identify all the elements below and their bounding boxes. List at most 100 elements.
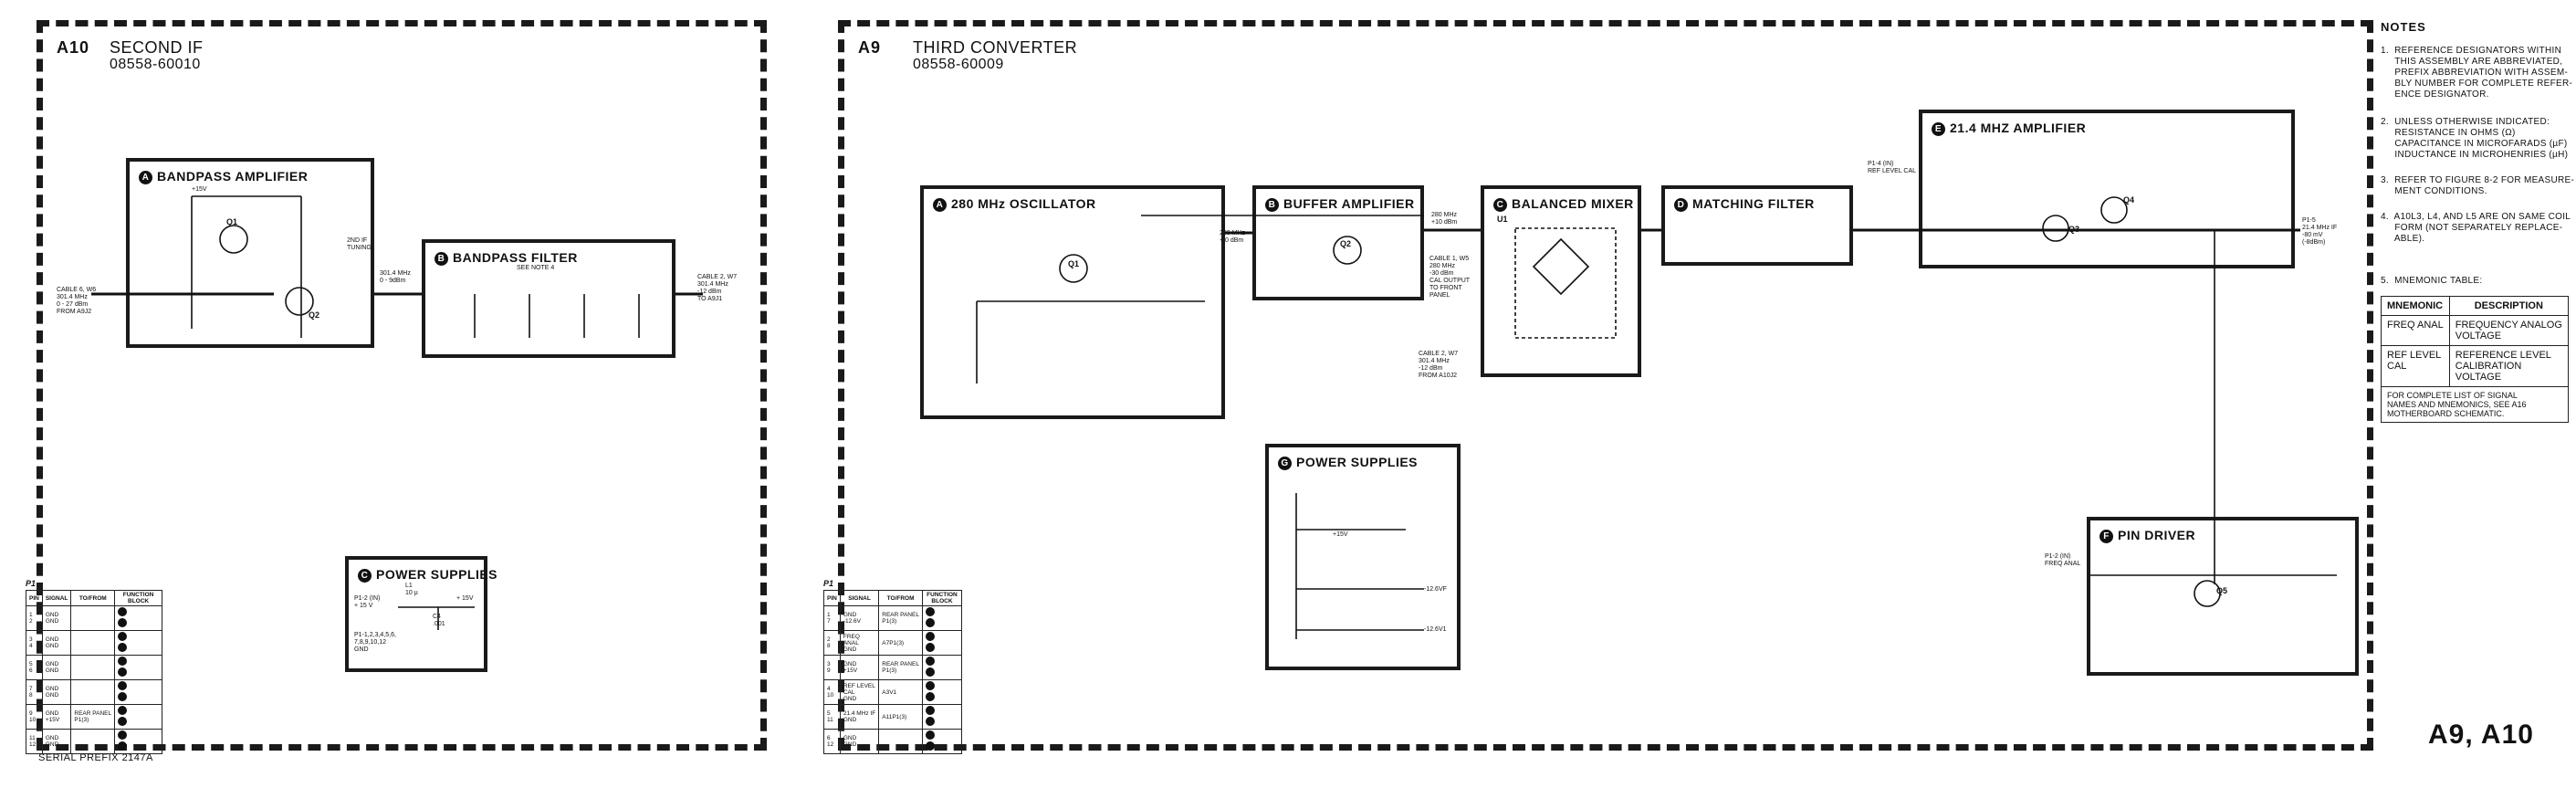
a9-q4-label: Q4 — [2123, 195, 2135, 205]
block-cell — [114, 729, 162, 754]
pin-cell: 7 8 — [26, 679, 43, 705]
signal-cell: GND +15V — [839, 655, 880, 680]
block-cell — [921, 729, 963, 754]
mnemonic-cell: FREQ ANAL — [2381, 315, 2450, 346]
block-marker-icon — [118, 643, 128, 652]
a9-q1-label: Q1 — [1068, 259, 1080, 268]
a10-if-tuning-label: 2ND IF TUNING — [347, 237, 372, 251]
signal-cell: REF LEVEL CAL GND — [839, 679, 880, 705]
signal-cell: GND +15V — [41, 704, 72, 730]
signal-cell: FREQ ANAL GND — [839, 630, 880, 656]
to-cell: REAR PANEL P1(3) — [878, 655, 923, 680]
block-cell — [921, 704, 963, 730]
to-cell — [878, 729, 923, 754]
a10-sheet-border — [37, 20, 767, 751]
signal-cell: GND GND — [41, 729, 72, 754]
function-block-header: FUNCTION BLOCK — [921, 590, 963, 606]
block-title-text: BANDPASS FILTER — [453, 250, 578, 265]
signal-cell: GND GND — [839, 729, 880, 754]
block-cell — [114, 605, 162, 631]
block-title-text: MATCHING FILTER — [1692, 196, 1815, 211]
signal-cell: GND GND — [41, 679, 72, 705]
signal-cell: GND GND — [41, 655, 72, 680]
pin-cell: 1 7 — [823, 605, 841, 631]
block-marker-icon — [118, 667, 128, 677]
block-marker-icon — [118, 681, 128, 690]
block-marker-icon — [118, 692, 128, 701]
pin-header: PIN — [823, 590, 841, 606]
a10-part-number: 08558-60010 — [110, 57, 201, 72]
block-marker-icon — [118, 717, 128, 726]
signal-cell: GND GND — [41, 630, 72, 656]
notes-title: NOTES — [2381, 20, 2426, 34]
signal-cell: 21.4 MHz IF GND — [839, 704, 880, 730]
to-cell: A7P1(3) — [878, 630, 923, 656]
a9-ps-p15-label: +15V — [1333, 531, 1348, 538]
to-cell — [70, 605, 116, 631]
pin-cell: 3 4 — [26, 630, 43, 656]
block-cell — [921, 605, 963, 631]
pin-cell: 5 6 — [26, 655, 43, 680]
block-cell — [114, 679, 162, 705]
a9-oscillator-block: A 280 MHz OSCILLATOR — [920, 185, 1225, 419]
block-marker-icon — [925, 692, 935, 701]
a10-pin-table-title: P1 — [26, 579, 37, 588]
a10-ps-c4-label: C4 .001 — [433, 614, 445, 627]
sheet-identifier: A9, A10 — [2428, 720, 2534, 750]
description-header: DESCRIPTION — [2448, 296, 2569, 316]
signal-header: SIGNAL — [41, 590, 72, 606]
block-letter-badge: A — [933, 198, 947, 212]
a9-q2-label: Q2 — [1340, 239, 1352, 248]
a9-q3-label: Q3 — [2068, 225, 2080, 234]
signal-header: SIGNAL — [839, 590, 880, 606]
description-cell: FREQUENCY ANALOG VOLTAGE — [2448, 315, 2569, 346]
block-marker-icon — [925, 632, 935, 641]
note-item: 4. A10L3, L4, AND L5 ARE ON SAME COIL FO… — [2381, 212, 2571, 244]
a10-ps-in-label: P1-2 (IN) + 15 V — [354, 595, 381, 609]
pin-cell: 4 10 — [823, 679, 841, 705]
to-from-header: TO/FROM — [878, 590, 923, 606]
to-cell: A3V1 — [878, 679, 923, 705]
pin-cell: 1 2 — [26, 605, 43, 631]
a9-freq-anal-label: P1-2 (IN) FREQ ANAL — [2045, 553, 2081, 567]
a9-q5-label: Q5 — [2216, 586, 2228, 595]
a10-assembly-id: A10 — [57, 38, 90, 57]
pin-cell: 3 9 — [823, 655, 841, 680]
block-letter-badge: E — [1932, 122, 1945, 136]
block-letter-badge: G — [1278, 457, 1292, 470]
a10-cable-out-label: CABLE 2, W7 301.4 MHz -12 dBm TO A9J1 — [697, 274, 738, 302]
a9-pin-table: PIN SIGNAL TO/FROM FUNCTION BLOCK 1 7 GND… — [823, 590, 963, 754]
table-row: FOR COMPLETE LIST OF SIGNAL NAMES AND MN… — [2381, 386, 2569, 423]
block-marker-icon — [925, 730, 935, 740]
to-cell: REAR PANEL P1(3) — [878, 605, 923, 631]
a9-assembly-id: A9 — [858, 38, 882, 57]
block-cell — [114, 630, 162, 656]
block-marker-icon — [118, 632, 128, 641]
a9-cable1-label: CABLE 1, W5 280 MHz -30 dBm CAL OUTPUT T… — [1429, 256, 1471, 299]
table-row: FREQ ANAL FREQUENCY ANALOG VOLTAGE — [2381, 315, 2569, 346]
block-title-text: 280 MHz OSCILLATOR — [951, 196, 1096, 211]
a9-buf-out-label: 280 MHz +10 dBm — [1431, 212, 1458, 226]
block-title-text: BUFFER AMPLIFIER — [1283, 196, 1415, 211]
a9-u1-label: U1 — [1497, 215, 1508, 224]
block-letter-badge: C — [1493, 198, 1507, 212]
mnemonic-table: MNEMONIC DESCRIPTION FREQ ANAL FREQUENCY… — [2381, 296, 2569, 423]
block-title-text: POWER SUPPLIES — [376, 567, 498, 582]
block-cell — [921, 655, 963, 680]
a9-ref-level-label: P1-4 (IN) REF LEVEL CAL — [1868, 161, 1917, 174]
